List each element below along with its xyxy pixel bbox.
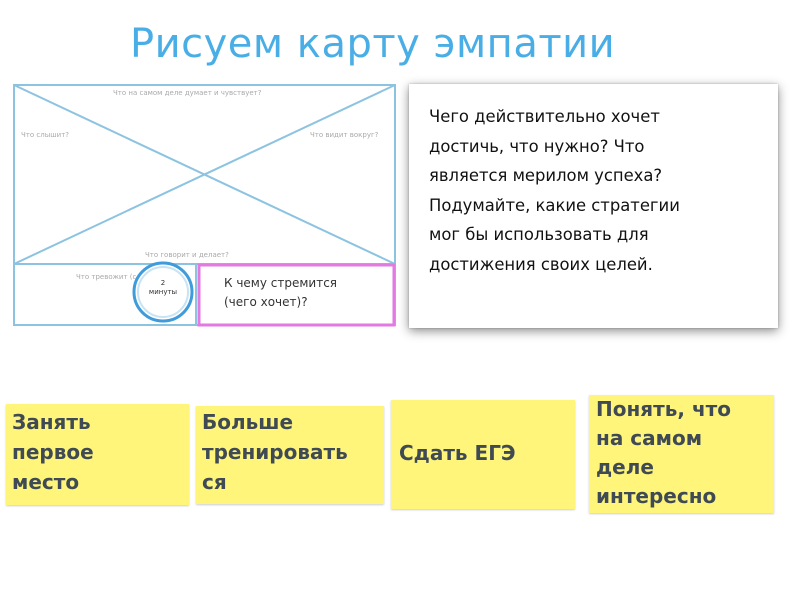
goal-line-2: (чего хочет)? — [224, 295, 308, 309]
callout-line: является мерилом успеха? — [429, 166, 663, 185]
timer-badge: 2 минуты — [140, 279, 186, 297]
label-hear: Что слышит? — [21, 131, 69, 139]
sticky-line: Понять, что — [596, 397, 731, 421]
sticky-line: первое — [12, 440, 94, 464]
callout-text: Чего действительно хочет достичь, что ну… — [429, 102, 774, 279]
sticky-line: интересно — [596, 484, 717, 508]
sticky-line: ся — [202, 470, 227, 494]
goal-box-frame — [197, 263, 396, 327]
sticky-line: деле — [596, 455, 654, 479]
label-think-feel: Что на самом деле думает и чувствует? — [113, 89, 262, 97]
goal-box-text: К чему стремится (чего хочет)? — [224, 274, 394, 312]
label-worry: Что тревожит (с — [76, 273, 137, 281]
sticky-line: Больше — [202, 410, 294, 434]
sticky-note-first-place: Занять первое место — [6, 404, 189, 505]
label-see: Что видит вокруг? — [310, 131, 379, 139]
sticky-line: тренировать — [202, 440, 348, 464]
label-say-do: Что говорит и делает? — [145, 251, 229, 259]
timer-number: 2 — [160, 279, 166, 287]
callout-line: достижения своих целей. — [429, 254, 653, 274]
map-diagonal-2 — [13, 84, 396, 265]
goal-line-1: К чему стремится — [224, 276, 338, 290]
callout-line: достичь, что нужно? Что — [429, 136, 645, 156]
callout-line: Чего действительно хочет — [429, 107, 660, 126]
sticky-note-find-interest: Понять, что на самом деле интересно — [589, 395, 774, 513]
timer-unit: минуты — [148, 288, 178, 296]
callout-line: Подумайте, какие стратегии — [429, 195, 680, 215]
sticky-line: Занять — [12, 410, 91, 434]
sticky-line: Сдать ЕГЭ — [399, 441, 516, 465]
sticky-line: на самом — [596, 426, 703, 450]
callout-line: мог бы использовать для — [429, 225, 649, 244]
timer-ring-inner — [137, 266, 189, 318]
sticky-line: место — [12, 470, 80, 494]
sticky-note-pass-exam: Сдать ЕГЭ — [391, 400, 575, 509]
question-callout: Чего действительно хочет достичь, что ну… — [409, 84, 778, 328]
timer-ring — [132, 261, 194, 323]
sticky-note-train-more: Больше тренировать ся — [196, 406, 384, 504]
slide-title: Рисуем карту эмпатии — [130, 21, 616, 67]
